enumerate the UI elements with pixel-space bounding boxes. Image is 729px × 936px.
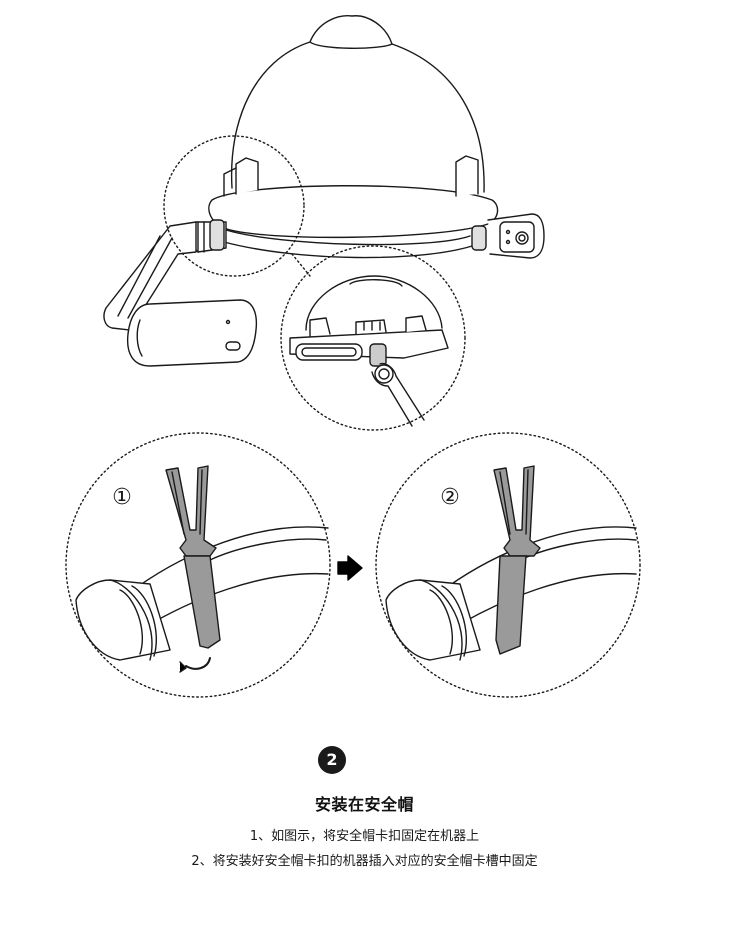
helmet-mount-right bbox=[455, 155, 479, 197]
next-step-arrow bbox=[337, 555, 363, 581]
step-1-view bbox=[65, 432, 331, 698]
helmet-assembly bbox=[103, 15, 545, 367]
clip-fork-2 bbox=[493, 465, 541, 557]
helmet-brim bbox=[208, 185, 499, 239]
step-number-badge: 2 bbox=[318, 746, 346, 774]
step-marker-1: ① bbox=[112, 485, 132, 510]
step-2-view bbox=[375, 432, 641, 698]
step-marker-2: ② bbox=[440, 485, 460, 510]
rotate-arrow bbox=[185, 657, 211, 670]
step-title: 安装在安全帽 bbox=[314, 795, 414, 814]
instruction-line-1: 1、如图示，将安全帽卡扣固定在机器上 bbox=[249, 829, 480, 844]
clip-fork-1 bbox=[165, 465, 217, 557]
device-body bbox=[126, 299, 258, 367]
device-arm bbox=[103, 221, 197, 331]
installation-illustration: ① ② bbox=[65, 15, 641, 698]
instruction-line-2: 2、将安装好安全帽卡扣的机器插入对应的安全帽卡槽中固定 bbox=[191, 854, 538, 869]
helmet-dome bbox=[230, 15, 485, 193]
helmet-mount-left bbox=[235, 157, 259, 195]
detail-zoom-view bbox=[280, 245, 466, 431]
